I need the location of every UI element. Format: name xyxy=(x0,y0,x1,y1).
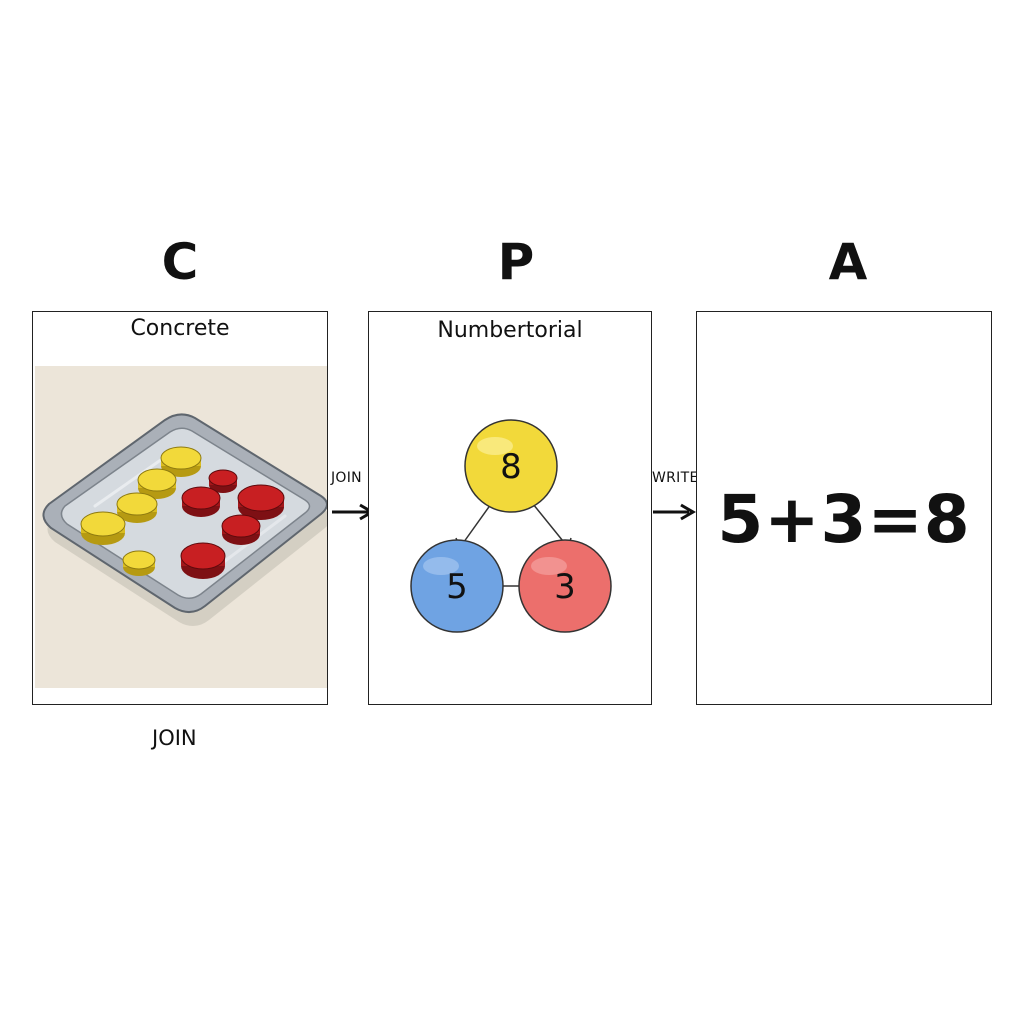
red-counters xyxy=(180,469,285,579)
red-counter xyxy=(180,542,226,579)
pictorial-panel: Numbertorial 8 5 3 xyxy=(368,311,652,705)
concrete-caption: JOIN xyxy=(152,726,197,750)
whole-circle: 8 xyxy=(464,419,558,513)
equation-text: 5+3=8 xyxy=(717,481,971,558)
bond-connector-right xyxy=(532,503,568,547)
number-bond-diagram: 8 5 3 xyxy=(410,419,612,633)
tray-base xyxy=(60,427,311,599)
yellow-counter xyxy=(116,492,158,523)
red-counter xyxy=(181,486,221,517)
yellow-counter xyxy=(137,468,177,499)
whole-value: 8 xyxy=(500,447,522,487)
red-counter xyxy=(221,514,261,545)
pictorial-letter: P xyxy=(497,233,535,291)
part-circle-right: 3 xyxy=(518,539,612,633)
pictorial-panel-title: Numbertorial xyxy=(437,318,583,343)
bond-connector-left xyxy=(460,503,492,547)
arrow-label-write: WRITE xyxy=(652,470,699,486)
part-circle-left: 5 xyxy=(410,539,504,633)
concrete-panel: Concrete xyxy=(32,311,328,705)
yellow-counter xyxy=(160,446,202,477)
yellow-counter xyxy=(80,511,126,545)
part-right-value: 3 xyxy=(554,567,576,607)
yellow-counter xyxy=(122,550,156,576)
arrow-label-join: JOIN xyxy=(331,470,362,486)
red-counter xyxy=(237,484,285,520)
concrete-panel-title: Concrete xyxy=(130,316,230,341)
concrete-letter: C xyxy=(161,233,199,291)
yellow-counters xyxy=(80,446,202,576)
abstract-panel: 5+3=8 xyxy=(696,311,992,705)
right-arrow-icon xyxy=(653,503,696,521)
abstract-letter: A xyxy=(828,233,868,291)
part-left-value: 5 xyxy=(446,567,468,607)
counters-tray-illustration xyxy=(35,366,327,688)
red-counter xyxy=(208,469,238,493)
